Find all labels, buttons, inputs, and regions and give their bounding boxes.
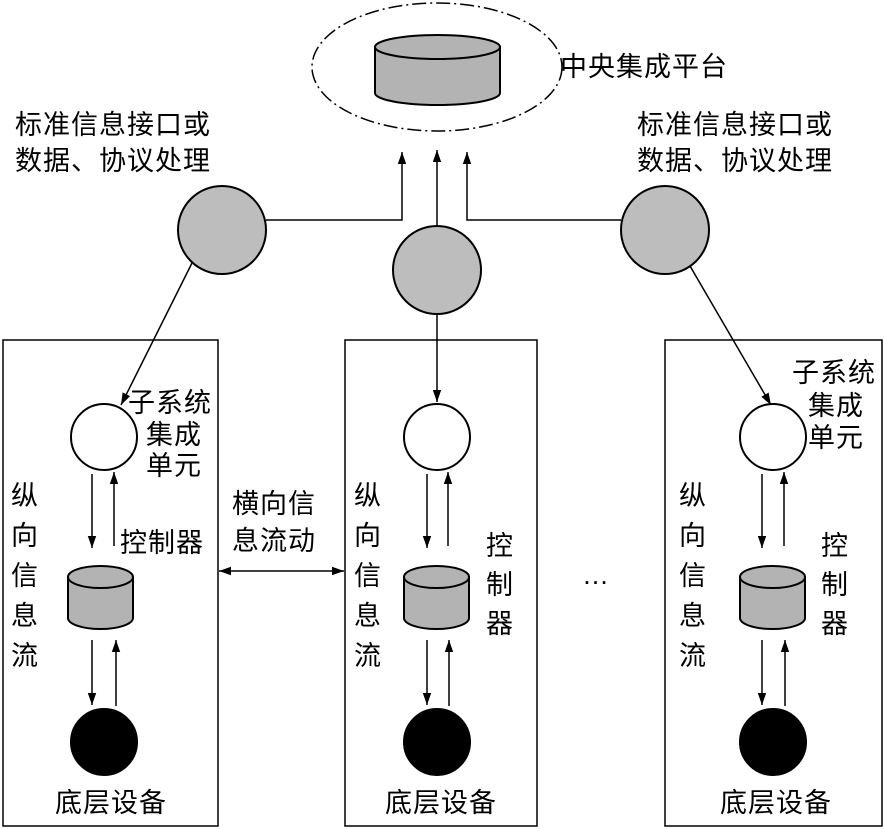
column-box-middle [344, 339, 538, 827]
subsystem-unit-node-left [70, 403, 138, 471]
controller-cylinder-icon-right [739, 565, 806, 630]
horizontal-flow-label-line-2: 息流动 [232, 526, 316, 556]
vertical-flow-label-middle: 纵向信息流 [350, 481, 380, 681]
connector-left-to-platform [266, 152, 407, 221]
subsystem-unit-node-right [739, 403, 807, 471]
subsystem-unit-label-right-line-3: 单元 [808, 423, 864, 453]
controller-cylinder-icon-middle [403, 565, 470, 630]
interface-node-right [620, 185, 710, 275]
column-box-right [664, 339, 883, 827]
vertical-flow-label-left: 纵向信息流 [7, 481, 37, 681]
device-node-right [739, 708, 807, 776]
device-node-left [70, 708, 138, 776]
subsystem-unit-label-right-line-1: 子系统 [792, 358, 876, 388]
connector-right-to-subsystem [689, 265, 772, 406]
connector-left-to-subsystem [120, 262, 193, 406]
interface-node-middle [392, 225, 482, 315]
column-box-left [2, 339, 219, 827]
vertical-flow-label-right: 纵向信息流 [675, 481, 705, 681]
device-label-middle: 底层设备 [385, 788, 497, 818]
central-platform-database-icon [374, 34, 501, 106]
interface-node-left [177, 185, 267, 275]
subsystem-unit-label-left-line-1: 子系统 [128, 388, 212, 418]
interface-label-right-line-2: 数据、协议处理 [637, 146, 833, 176]
subsystem-unit-label-left-line-3: 单元 [146, 451, 202, 481]
central-platform-label: 中央集成平台 [560, 52, 728, 82]
subsystem-unit-node-middle [403, 403, 471, 471]
more-columns-ellipsis: … [582, 560, 610, 590]
device-label-left: 底层设备 [55, 788, 167, 818]
controller-label-left: 控制器 [120, 528, 204, 558]
connector-right-to-platform [462, 152, 621, 221]
subsystem-unit-label-left-line-2: 集成 [146, 420, 202, 450]
interface-label-left-line-2: 数据、协议处理 [15, 146, 211, 176]
device-label-right: 底层设备 [720, 788, 832, 818]
horizontal-flow-label-line-1: 横向信 [232, 489, 316, 519]
controller-label-middle: 控制器 [482, 531, 512, 648]
interface-label-left-line-1: 标准信息接口或 [15, 110, 211, 140]
interface-label-right-line-1: 标准信息接口或 [637, 110, 833, 140]
controller-label-right: 控制器 [817, 531, 847, 648]
central-platform-boundary [311, 2, 563, 132]
device-node-middle [403, 708, 471, 776]
controller-cylinder-icon-left [67, 565, 134, 630]
subsystem-unit-label-right-line-2: 集成 [808, 391, 864, 421]
